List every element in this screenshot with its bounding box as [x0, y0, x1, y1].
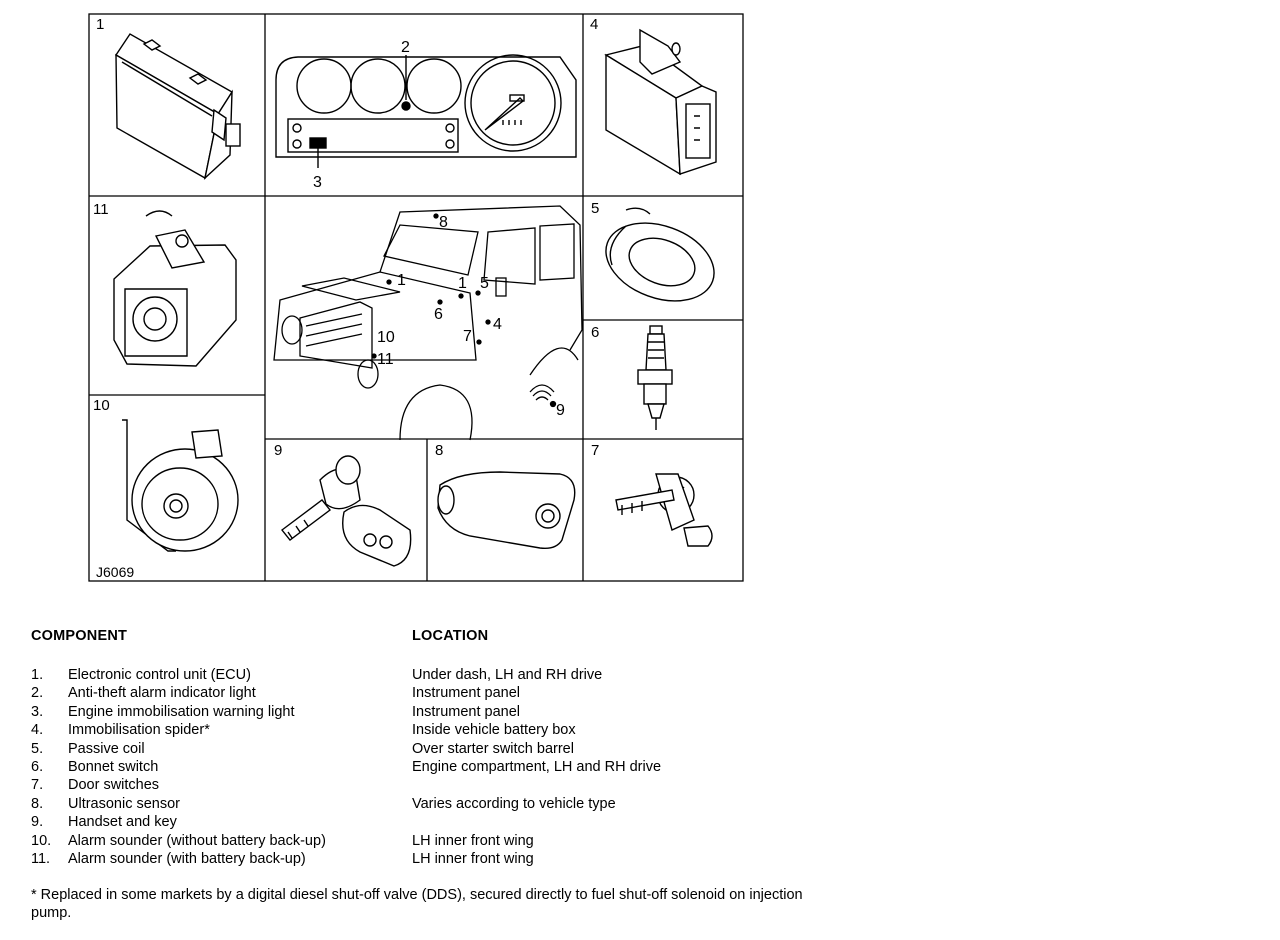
legend-row-component: Door switches	[68, 777, 160, 794]
legend-row-component: Alarm sounder (with battery back-up)	[68, 850, 306, 867]
sounder-with-backup-illustration	[113, 210, 237, 367]
vehicle-callout: 4	[493, 316, 502, 333]
legend-row-location: LH inner front wing	[412, 832, 534, 849]
footnote: * Replaced in some markets by a digital …	[31, 887, 803, 921]
passive-coil-illustration	[605, 207, 715, 302]
legend-row: 1. Electronic control unit (ECU) Under das…	[31, 666, 1031, 684]
spider-illustration	[604, 28, 717, 176]
legend-row: 9. Handset and key	[31, 813, 1031, 831]
legend-row-location: Under dash, LH and RH drive	[412, 667, 603, 683]
legend-row-number: 10.	[31, 832, 52, 849]
ecu-illustration	[115, 33, 241, 180]
legend-row-location: Instrument panel	[412, 685, 521, 702]
vehicle-illustration	[273, 205, 583, 441]
legend-row: 8. Ultrasonic sensor Varies according to v…	[31, 795, 1031, 813]
component-location-figure: 1 2 3 4 5 6 7 8 9 10 11 8 1 1 5 6 4 10 7…	[88, 13, 744, 582]
vehicle-callout: 5	[480, 275, 489, 292]
legend-row-component: Passive coil	[68, 740, 145, 757]
legend-row: 6. Bonnet switch Engine compartment, LH an…	[31, 758, 1031, 776]
legend-row-component: Immobilisation spider*	[68, 722, 210, 739]
panel-number-9: 9	[274, 442, 282, 459]
legend-row-component: Ultrasonic sensor	[68, 795, 181, 812]
legend-row: 7. Door switches	[31, 776, 1031, 794]
legend-rows: 1. Electronic control unit (ECU) Under das…	[31, 666, 1031, 868]
vehicle-callout: 7	[463, 328, 472, 345]
ultrasonic-sensor-illustration	[437, 471, 576, 550]
legend-row-number: 3.	[31, 703, 44, 720]
legend-row-component: Handset and key	[68, 814, 177, 831]
legend-row-number: 8.	[31, 795, 44, 812]
legend-row: 5. Passive coil Over starter switch barrel	[31, 740, 1031, 758]
panel-number-10: 10	[93, 397, 110, 414]
legend-row-location: LH inner front wing	[412, 850, 534, 867]
panel-number-7: 7	[591, 442, 599, 459]
legend-row-location: Instrument panel	[412, 703, 521, 720]
legend-row-component: Anti-theft alarm indicator light	[68, 685, 256, 702]
vehicle-callout: 8	[439, 214, 448, 231]
legend-row: 4. Immobilisation spider* Inside vehicle b…	[31, 721, 1031, 739]
panel-number-4: 4	[590, 16, 598, 33]
panel-number-1: 1	[96, 16, 104, 33]
panel-number-11: 11	[93, 201, 109, 218]
legend-row: 2. Anti-theft alarm indicator light Instru…	[31, 684, 1031, 702]
legend-row: 11. Alarm sounder (with battery back-up) L…	[31, 850, 1031, 868]
callout-2: 2	[401, 39, 410, 56]
legend-row: 3. Engine immobilisation warning light Ins…	[31, 703, 1031, 721]
sounder-no-backup-illustration	[122, 419, 239, 552]
legend-row-number: 7.	[31, 777, 44, 794]
panel-number-8: 8	[435, 442, 443, 459]
legend-row-location: Over starter switch barrel	[412, 740, 574, 757]
component-header: COMPONENT	[31, 628, 128, 644]
vehicle-callout: 1	[458, 275, 467, 292]
vehicle-callout: 6	[434, 306, 443, 323]
legend-row-number: 6.	[31, 758, 44, 775]
vehicle-callout: 1	[397, 272, 406, 289]
legend-row-number: 5.	[31, 740, 44, 757]
legend-row: 10. Alarm sounder (without battery back-u…	[31, 832, 1031, 850]
location-header: LOCATION	[412, 628, 489, 644]
vehicle-callout: 11	[377, 351, 394, 368]
legend-row-component: Engine immobilisation warning light	[68, 703, 295, 720]
vehicle-callout: 10	[377, 329, 395, 346]
legend-row-location: Engine compartment, LH and RH drive	[412, 758, 662, 775]
legend-row-component: Alarm sounder (without battery back-up)	[68, 832, 326, 849]
instrument-panel-illustration	[275, 54, 577, 168]
legend-row-component: Electronic control unit (ECU)	[68, 667, 251, 683]
figure-reference: J6069	[96, 564, 134, 580]
key-handset-illustration	[281, 455, 412, 567]
legend-row-component: Bonnet switch	[68, 758, 159, 775]
legend-row-number: 9.	[31, 814, 44, 831]
legend-row-number: 2.	[31, 685, 44, 702]
figure-frame	[88, 13, 744, 582]
vehicle-callout: 9	[556, 402, 565, 419]
callout-3: 3	[313, 174, 322, 191]
panel-number-6: 6	[591, 324, 599, 341]
legend-row-number: 1.	[31, 667, 44, 683]
legend-row-number: 11.	[31, 850, 51, 867]
panel-number-5: 5	[591, 200, 599, 217]
legend-row-location: Varies according to vehicle type	[412, 795, 616, 812]
door-switch-illustration	[615, 473, 713, 547]
legend-row-location: Inside vehicle battery box	[412, 722, 576, 739]
legend-row-number: 4.	[31, 722, 44, 739]
bonnet-switch-illustration	[637, 325, 673, 430]
